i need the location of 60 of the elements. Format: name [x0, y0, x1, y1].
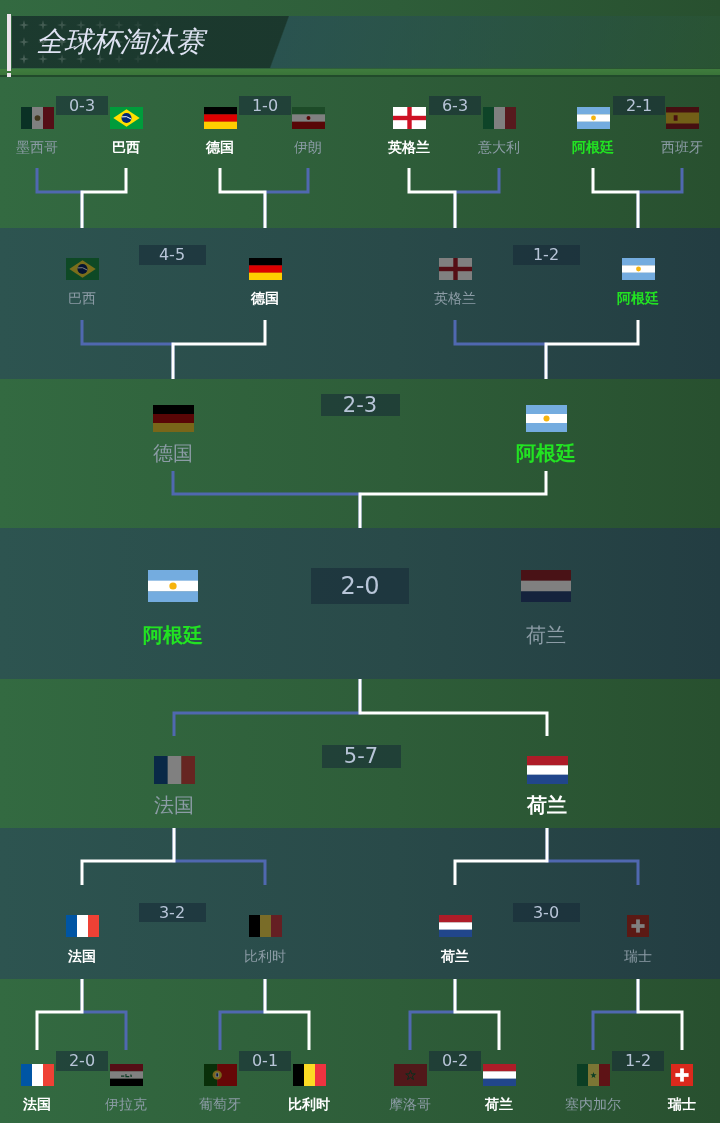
team-name: 巴西 [68, 289, 96, 307]
bracket-line [80, 168, 128, 228]
bracket-line [171, 320, 267, 379]
team-name: 伊朗 [294, 138, 322, 156]
team-name: 西班牙 [661, 138, 703, 156]
match-score: 5-7 [321, 745, 401, 768]
team-name: 英格兰 [434, 289, 476, 307]
team-name: 塞内加尔 [565, 1095, 621, 1113]
team-name: 比利时 [288, 1095, 330, 1113]
team-name: 荷兰 [526, 623, 566, 647]
bracket-line [358, 471, 548, 528]
team-name: 阿根廷 [617, 289, 659, 307]
bracket-line [407, 168, 457, 228]
team-name: 阿根廷 [516, 441, 576, 465]
team-name: 法国 [68, 947, 96, 965]
team-name: 葡萄牙 [199, 1095, 241, 1113]
bracket-line [263, 979, 311, 1050]
team-name: 荷兰 [527, 793, 567, 817]
match-score: 1-2 [512, 245, 580, 265]
bracket-line [544, 320, 640, 379]
bracket-line [591, 168, 640, 228]
team-name: 德国 [251, 289, 279, 307]
match-score: 2-0 [311, 568, 409, 604]
bracket-line [218, 168, 267, 228]
bracket-line [453, 828, 549, 885]
team-name: 瑞士 [668, 1095, 696, 1113]
bracket-line [35, 979, 84, 1050]
team-name: 墨西哥 [16, 138, 58, 156]
team-name: 法国 [154, 793, 194, 817]
team-name: 瑞士 [624, 947, 652, 965]
match-score: 2-0 [56, 1051, 108, 1071]
match-score: 0-3 [56, 96, 108, 115]
match-score: 0-2 [429, 1051, 481, 1071]
team-name: 法国 [23, 1095, 51, 1113]
team-name: 荷兰 [441, 947, 469, 965]
match-score: 3-2 [138, 903, 206, 922]
team-name: 意大利 [478, 138, 520, 156]
bracket-line [636, 979, 684, 1050]
bracket-line [358, 679, 549, 736]
team-name: 比利时 [244, 947, 286, 965]
team-name: 巴西 [112, 138, 140, 156]
team-name: 德国 [206, 138, 234, 156]
match-score: 4-5 [138, 245, 206, 265]
team-name: 阿根廷 [143, 623, 203, 647]
match-score: 1-0 [239, 96, 291, 115]
bracket-line [80, 828, 176, 885]
match-score: 3-0 [512, 903, 580, 922]
bracket-line [453, 979, 501, 1050]
team-name: 荷兰 [485, 1095, 513, 1113]
match-score: 2-3 [320, 394, 400, 416]
team-name: 阿根廷 [572, 138, 614, 156]
team-name: 摩洛哥 [389, 1095, 431, 1113]
match-score: 6-3 [429, 96, 481, 115]
match-score: 1-2 [612, 1051, 664, 1071]
team-name: 德国 [153, 441, 193, 465]
team-name: 伊拉克 [105, 1095, 147, 1113]
stage-band [0, 528, 720, 679]
match-score: 0-1 [239, 1051, 291, 1071]
team-name: 英格兰 [388, 138, 430, 156]
match-score: 2-1 [613, 96, 665, 115]
